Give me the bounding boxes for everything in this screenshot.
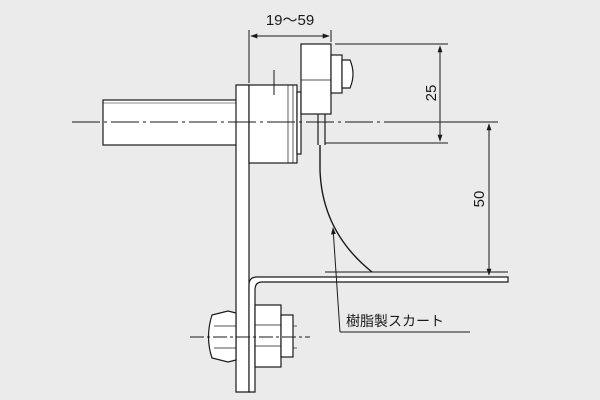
bracket-base-arm	[248, 276, 509, 393]
dimension-lower-height	[395, 121, 508, 278]
dimension-label-top-width: 19～59	[266, 12, 314, 29]
collar-block	[248, 84, 302, 164]
upper-bolt-block	[300, 43, 354, 145]
center-lines	[72, 70, 395, 338]
dimension-label-lower-height: 50	[471, 191, 488, 208]
dimension-label-upper-height: 25	[423, 85, 440, 102]
vertical-bracket-plate	[235, 84, 250, 393]
dimension-top-width	[248, 30, 332, 83]
resin-skirt	[319, 145, 373, 273]
callout-label-resin-skirt: 樹脂製スカート	[346, 314, 444, 330]
lower-bolt-assembly	[207, 304, 297, 368]
dimension-upper-height	[325, 43, 448, 144]
callout-leader	[330, 227, 470, 333]
